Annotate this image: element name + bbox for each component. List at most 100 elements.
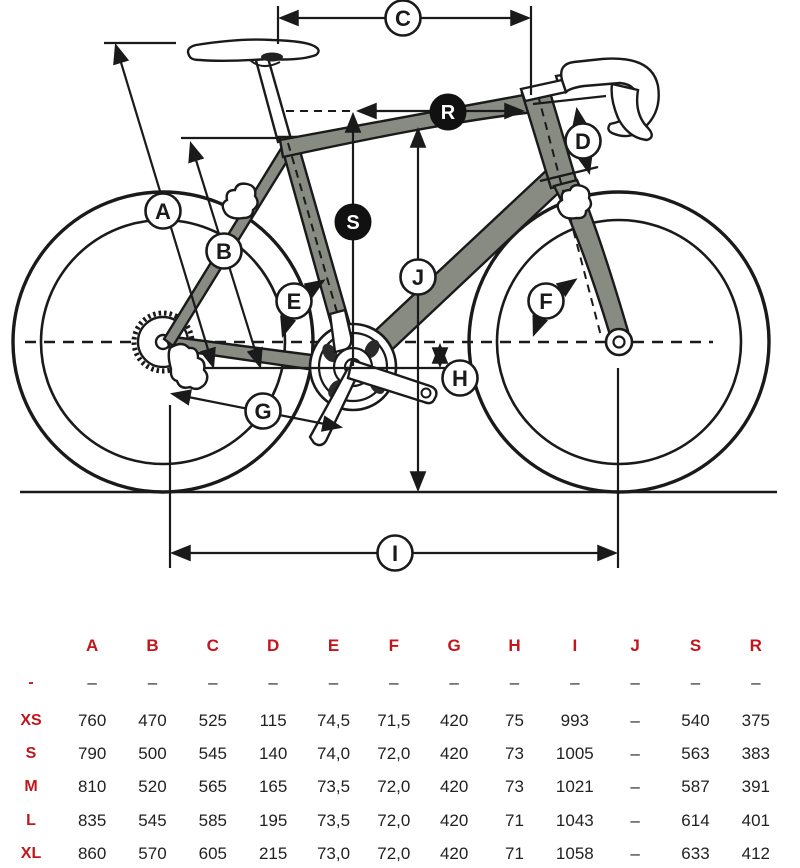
column-header-b: B [146,636,159,655]
front-derailleur [328,308,353,354]
dim-label-h: H [441,359,479,397]
dim-d-tick-top [532,94,607,106]
front-brake [556,183,593,220]
bike-geometry-diagram: A B C D E F G H I J S R [11,0,777,572]
column-header-c: C [206,636,219,655]
table-cell: – [87,673,97,692]
table-cell: 470 [138,710,167,730]
svg-text:I: I [392,541,398,566]
size-label: - [28,674,34,691]
table-cell: 565 [198,777,227,797]
table-cell: 420 [439,710,469,730]
table-cell: – [630,710,640,730]
table-cell: – [630,844,640,864]
table-cell: 993 [560,710,589,730]
table-cell: – [630,744,640,764]
svg-text:E: E [287,289,302,314]
table-cell: 73 [505,744,524,764]
table-cell: 420 [439,777,469,797]
table-row: L 835 545 585 195 73,5 72,0 420 71 1043 … [0,804,786,837]
table-cell: – [389,673,399,692]
svg-text:G: G [254,399,271,424]
table-cell: 540 [681,710,710,730]
table-row: XS 760 470 525 115 74,5 71,5 420 75 993 … [0,704,786,737]
table-cell: 545 [198,744,227,764]
table-cell: 810 [77,777,107,797]
dim-label-g: G [244,392,282,430]
table-cell: 71,5 [377,710,411,730]
dim-label-e: E [275,282,313,320]
table-cell: 525 [198,710,227,730]
dim-label-s: S [334,203,372,241]
table-cell: – [570,673,580,692]
table-cell: – [328,673,339,692]
table-cell: 72,0 [377,844,411,864]
table-cell: 195 [258,810,288,830]
table-cell: 73 [505,777,524,797]
dim-label-a: A [144,192,182,230]
table-cell: 1005 [555,744,594,764]
table-cell: 570 [138,844,167,864]
table-cell: 790 [77,744,107,764]
handlebar [519,57,660,142]
top-tube [278,93,536,159]
table-cell: 73,0 [316,844,351,864]
table-cell: 73,5 [316,810,351,830]
table-cell: 115 [259,710,287,730]
stem [519,78,568,103]
column-header-i: I [572,636,578,655]
size-label: M [24,778,38,796]
table-cell: – [449,673,459,692]
table-cell: 71 [505,810,524,830]
table-cell: 500 [138,744,167,764]
svg-text:B: B [216,239,232,264]
table-cell: – [690,673,701,692]
bike-diagram-svg: A B C D E F G H I J S R [11,0,777,572]
table-cell: 420 [439,810,469,830]
table-cell: 401 [741,810,770,830]
table-cell: 633 [681,844,710,864]
table-cell: 520 [138,777,167,797]
table-cell: – [630,777,640,797]
svg-text:C: C [395,6,411,31]
table-cell: 383 [741,744,770,764]
table-cell: 215 [258,844,288,864]
dim-label-c: C [384,0,422,37]
size-label: XL [20,845,42,863]
table-cell: 860 [77,844,107,864]
geometry-table: A B C D E F G H I J S R - – – – – – [0,620,800,868]
column-header-d: D [267,636,280,655]
dim-label-d: D [564,122,602,160]
table-cell: – [630,673,640,692]
table-cell: 391 [741,777,770,797]
dim-label-j: J [399,258,437,296]
table-cell: 563 [681,744,710,764]
table-cell: 835 [77,810,107,830]
table-cell: – [268,673,278,692]
table-header-row: A B C D E F G H I J S R [0,630,786,662]
table-cell: 1058 [555,844,594,864]
table-cell: 760 [77,710,107,730]
column-header-g: G [447,636,461,655]
table-cell: 73,5 [316,777,351,797]
table-cell: – [630,810,640,830]
dim-label-r: R [429,93,467,131]
table-cell: 140 [258,744,288,764]
table-cell: 375 [741,710,770,730]
table-cell: 585 [198,810,227,830]
column-header-j: J [630,636,640,655]
size-label: L [26,811,36,829]
svg-text:S: S [346,212,359,234]
size-label: XS [20,711,42,729]
size-label: S [25,745,37,763]
table-cell: 420 [439,744,469,764]
table-cell: 71 [505,844,524,864]
table-cell: 75 [505,710,524,730]
svg-text:F: F [539,289,552,314]
column-header-s: S [689,636,702,655]
table-cell: 72,0 [377,744,411,764]
seat-tube-axis [287,142,353,365]
svg-text:R: R [441,102,456,124]
table-cell: – [208,673,218,692]
